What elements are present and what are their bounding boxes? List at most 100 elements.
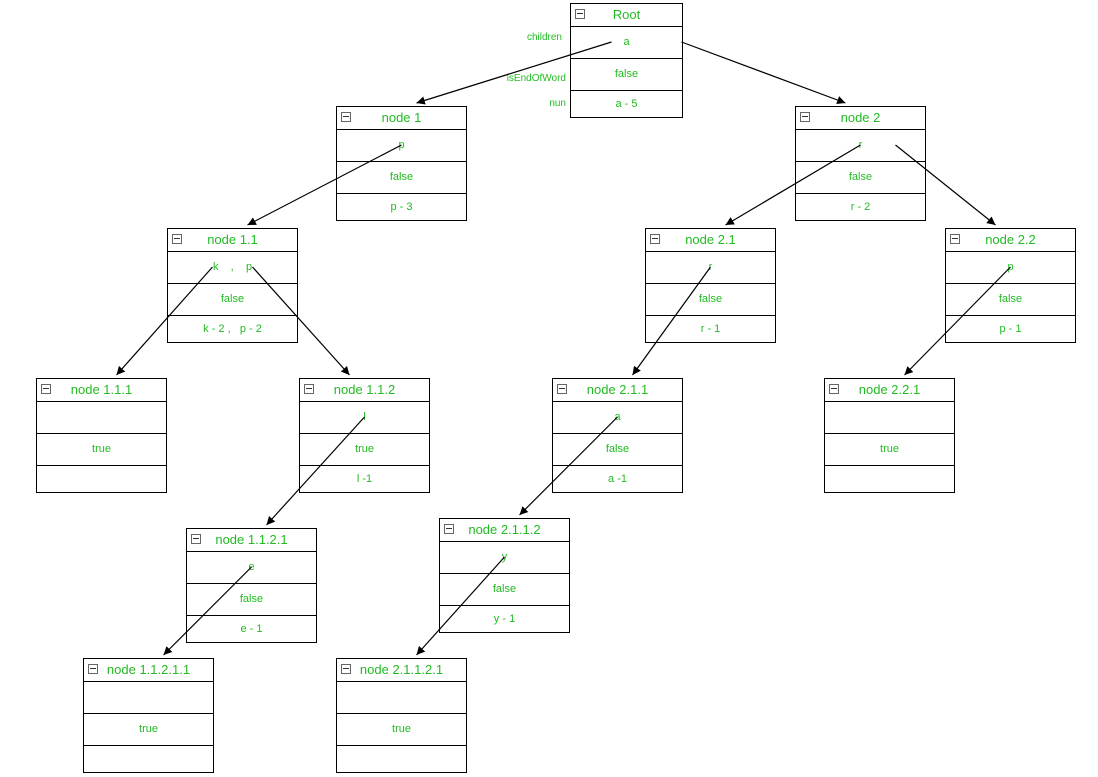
node-children-cell — [84, 682, 213, 714]
node-end-of-word-cell: false — [168, 284, 297, 316]
node-title: node 2.1.1 — [586, 382, 649, 397]
trie-node-2-1-1-2-1: node 2.1.1.2.1 true — [336, 658, 467, 773]
node-header: node 2.1.1 — [553, 379, 682, 402]
trie-node-2-2: node 2.2 p false p - 1 — [945, 228, 1076, 343]
node-num-cell: a -1 — [608, 473, 627, 485]
collapse-icon[interactable] — [829, 384, 839, 394]
trie-node-1-1-1: node 1.1.1 true — [36, 378, 167, 493]
node-title: node 1.1.2 — [333, 382, 396, 397]
node-children-cell — [337, 682, 466, 714]
node-num-cell — [337, 746, 466, 772]
collapse-icon[interactable] — [341, 112, 351, 122]
trie-node-2-2-1: node 2.2.1 true — [824, 378, 955, 493]
trie-node-1-1-2-1: node 1.1.2.1 e false e - 1 — [186, 528, 317, 643]
node-children-cell: e — [187, 552, 316, 584]
node-title: node 2.2 — [985, 232, 1036, 247]
node-children-cell — [37, 402, 166, 434]
node-children-cell: r — [796, 130, 925, 162]
node-num-cell: p - 3 — [390, 201, 413, 213]
node-num-cell — [37, 466, 166, 492]
collapse-icon[interactable] — [650, 234, 660, 244]
collapse-icon[interactable] — [950, 234, 960, 244]
node-header: node 2.2 — [946, 229, 1075, 252]
node-header: node 2.1.1.2.1 — [337, 659, 466, 682]
node-end-of-word-cell: false — [187, 584, 316, 616]
trie-node-1-1: node 1.1 k , p false k - 2 , p - 2 — [167, 228, 298, 343]
node-header: node 1.1 — [168, 229, 297, 252]
node-children-cell: p — [946, 252, 1075, 284]
node-children-cell: r — [646, 252, 775, 284]
node-children-cell: l — [300, 402, 429, 434]
trie-node-2-1-1-2: node 2.1.1.2 y false y - 1 — [439, 518, 570, 633]
node-title: node 2.1 — [685, 232, 736, 247]
node-title: node 1 — [381, 110, 422, 125]
node-children-cell: y — [440, 542, 569, 574]
node-header: node 1.1.2.1 — [187, 529, 316, 552]
collapse-icon[interactable] — [41, 384, 51, 394]
collapse-icon[interactable] — [557, 384, 567, 394]
node-end-of-word-cell: false — [571, 59, 682, 91]
trie-node-root: Root a false a - 5 — [570, 3, 683, 118]
collapse-icon[interactable] — [172, 234, 182, 244]
node-end-of-word-cell: true — [37, 434, 166, 466]
collapse-icon[interactable] — [191, 534, 201, 544]
trie-node-2-1-1: node 2.1.1 a false a -1 — [552, 378, 683, 493]
node-title: Root — [612, 7, 641, 22]
node-num-cell: y - 1 — [493, 613, 516, 625]
node-header: node 2 — [796, 107, 925, 130]
label-children: children — [526, 32, 562, 43]
node-num-cell: e - 1 — [240, 623, 263, 635]
node-end-of-word-cell: true — [825, 434, 954, 466]
node-children-cell: a — [553, 402, 682, 434]
node-title: node 2.1.1.2 — [468, 522, 541, 537]
collapse-icon[interactable] — [800, 112, 810, 122]
collapse-icon[interactable] — [88, 664, 98, 674]
node-num-cell: p - 1 — [999, 323, 1022, 335]
node-end-of-word-cell: false — [946, 284, 1075, 316]
node-num-cell: a - 5 — [615, 98, 638, 110]
label-num: nun — [549, 98, 566, 109]
node-end-of-word-cell: true — [300, 434, 429, 466]
node-num-cell: l -1 — [356, 473, 373, 485]
node-children-cell: k , p — [168, 252, 297, 284]
node-children-cell: a — [571, 27, 682, 59]
node-title: node 2.2.1 — [858, 382, 921, 397]
collapse-icon[interactable] — [341, 664, 351, 674]
node-title: node 2.1.1.2.1 — [359, 662, 444, 677]
trie-node-2-1: node 2.1 r false r - 1 — [645, 228, 776, 343]
collapse-icon[interactable] — [444, 524, 454, 534]
node-end-of-word-cell: false — [440, 574, 569, 606]
label-is-end-of-word: isEndOfWord — [506, 73, 566, 84]
node-num-cell — [825, 466, 954, 492]
trie-node-1-1-2-1-1: node 1.1.2.1.1 true — [83, 658, 214, 773]
node-children-cell — [825, 402, 954, 434]
node-header: Root — [571, 4, 682, 27]
node-end-of-word-cell: false — [337, 162, 466, 194]
node-num-cell: k - 2 , p - 2 — [203, 323, 262, 335]
node-end-of-word-cell: true — [84, 714, 213, 746]
trie-node-1-1-2: node 1.1.2 l true l -1 — [299, 378, 430, 493]
node-title: node 1.1 — [207, 232, 258, 247]
node-header: node 1.1.1 — [37, 379, 166, 402]
node-title: node 2 — [840, 110, 881, 125]
trie-node-2: node 2 r false r - 2 — [795, 106, 926, 221]
node-header: node 2.1.1.2 — [440, 519, 569, 542]
node-num-cell: r - 2 — [850, 201, 871, 213]
node-end-of-word-cell: false — [796, 162, 925, 194]
collapse-icon[interactable] — [304, 384, 314, 394]
collapse-icon[interactable] — [575, 9, 585, 19]
node-title: node 1.1.2.1 — [215, 532, 288, 547]
node-num-cell: r - 1 — [700, 323, 721, 335]
edge-root-to-n2 — [681, 41, 846, 105]
node-title: node 1.1.1 — [70, 382, 133, 397]
node-end-of-word-cell: false — [553, 434, 682, 466]
node-num-cell — [84, 746, 213, 772]
node-title: node 1.1.2.1.1 — [106, 662, 191, 677]
node-header: node 2.1 — [646, 229, 775, 252]
node-end-of-word-cell: false — [646, 284, 775, 316]
node-header: node 1.1.2.1.1 — [84, 659, 213, 682]
node-header: node 1.1.2 — [300, 379, 429, 402]
trie-node-1: node 1 p false p - 3 — [336, 106, 467, 221]
node-header: node 2.2.1 — [825, 379, 954, 402]
node-children-cell: p — [337, 130, 466, 162]
